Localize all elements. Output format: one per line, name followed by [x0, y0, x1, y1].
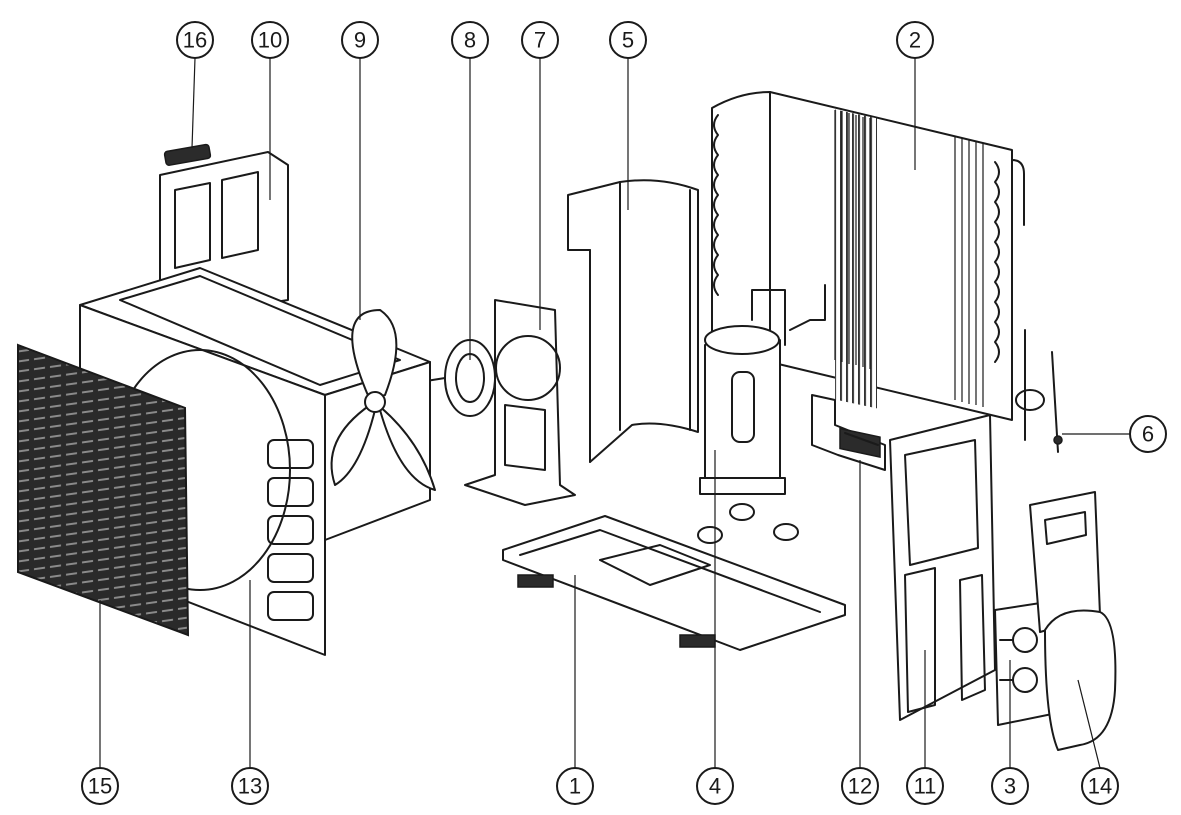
svg-text:6: 6: [1142, 422, 1154, 447]
svg-text:13: 13: [238, 774, 262, 799]
svg-text:8: 8: [464, 28, 476, 53]
leader-lines: [99, 57, 1130, 769]
condenser-coil: [711, 91, 1025, 421]
callout-8: 8: [451, 21, 489, 59]
callout-3: 3: [991, 767, 1029, 805]
cabinet-vents: [267, 439, 314, 621]
callout-14: 14: [1081, 767, 1119, 805]
partition-panel: [567, 179, 699, 463]
fan-blade: [330, 309, 436, 491]
motor-bracket: [464, 299, 576, 506]
svg-text:9: 9: [354, 28, 366, 53]
temperature-sensor: [1015, 329, 1063, 453]
top-handle: [163, 143, 212, 166]
svg-text:1: 1: [569, 774, 581, 799]
callout-10: 10: [251, 21, 289, 59]
base-pan: [502, 503, 846, 651]
callout-6: 6: [1129, 415, 1167, 453]
callout-9: 9: [341, 21, 379, 59]
svg-text:4: 4: [709, 774, 721, 799]
svg-text:5: 5: [622, 28, 634, 53]
callout-11: 11: [906, 767, 944, 805]
callout-5: 5: [609, 21, 647, 59]
handle-cover: [1029, 491, 1117, 751]
front-grille: [17, 343, 190, 637]
right-side-panel: [889, 414, 996, 721]
callout-15: 15: [81, 767, 119, 805]
svg-text:11: 11: [914, 774, 937, 799]
callout-4: 4: [696, 767, 734, 805]
svg-text:10: 10: [258, 28, 282, 53]
svg-text:15: 15: [88, 774, 112, 799]
svg-text:3: 3: [1004, 774, 1016, 799]
callout-7: 7: [521, 21, 559, 59]
callout-16: 16: [176, 21, 214, 59]
svg-text:7: 7: [534, 28, 546, 53]
callout-12: 12: [841, 767, 879, 805]
electrical-box: [811, 394, 886, 471]
callout-13: 13: [231, 767, 269, 805]
svg-text:14: 14: [1088, 774, 1112, 799]
compressor: [699, 284, 826, 495]
svg-text:12: 12: [848, 774, 872, 799]
svg-text:16: 16: [183, 28, 207, 53]
fan-motor: [419, 339, 496, 417]
callout-2: 2: [896, 21, 934, 59]
svg-text:2: 2: [909, 28, 921, 53]
callout-1: 1: [556, 767, 594, 805]
